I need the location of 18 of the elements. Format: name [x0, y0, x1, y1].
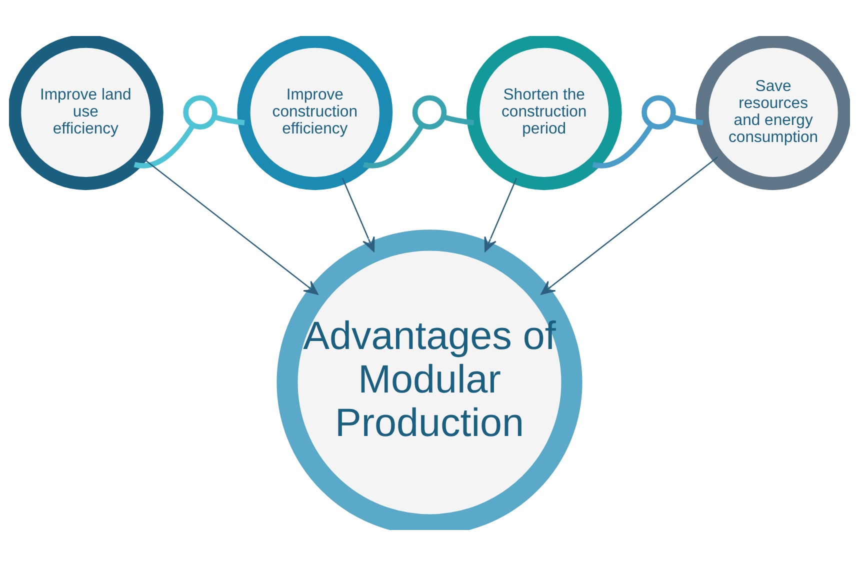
node-circle: [182, 94, 217, 130]
node-circle: [412, 94, 446, 130]
connector: [362, 123, 424, 168]
node-circle: Shorten the construction period: [466, 36, 622, 190]
arrow: [540, 156, 718, 294]
connector: [592, 123, 653, 168]
node-circle: Improve construction efficiency: [236, 36, 392, 190]
node-circle: [641, 94, 676, 130]
connector: [133, 123, 195, 168]
connector: [671, 114, 703, 125]
node-circle: Advantages of Modular Production: [276, 229, 582, 530]
connector: [442, 114, 474, 125]
node-circle: Save resources and energy consumption: [695, 36, 850, 190]
connector: [212, 114, 244, 125]
arrow: [341, 177, 374, 252]
arrow: [484, 177, 517, 252]
arrow: [140, 156, 318, 294]
node-circle: Improve land use efficiency: [8, 36, 163, 190]
